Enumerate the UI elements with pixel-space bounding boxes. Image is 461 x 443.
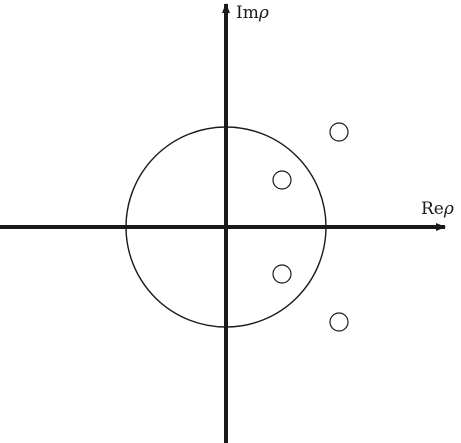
real-axis-label-main: Re [421, 199, 444, 219]
imaginary-axis-label: Imρ [236, 3, 269, 23]
point-marker [329, 312, 349, 332]
points-layer [272, 122, 349, 332]
real-axis-label-symbol: ρ [443, 199, 454, 219]
unit-circle [125, 126, 327, 328]
imaginary-axis-label-symbol: ρ [258, 3, 269, 23]
point-marker [329, 122, 349, 142]
point-marker [272, 264, 292, 284]
point-marker [272, 170, 292, 190]
imaginary-axis-label-main: Im [236, 3, 259, 23]
real-axis-label: Reρ [421, 199, 454, 219]
